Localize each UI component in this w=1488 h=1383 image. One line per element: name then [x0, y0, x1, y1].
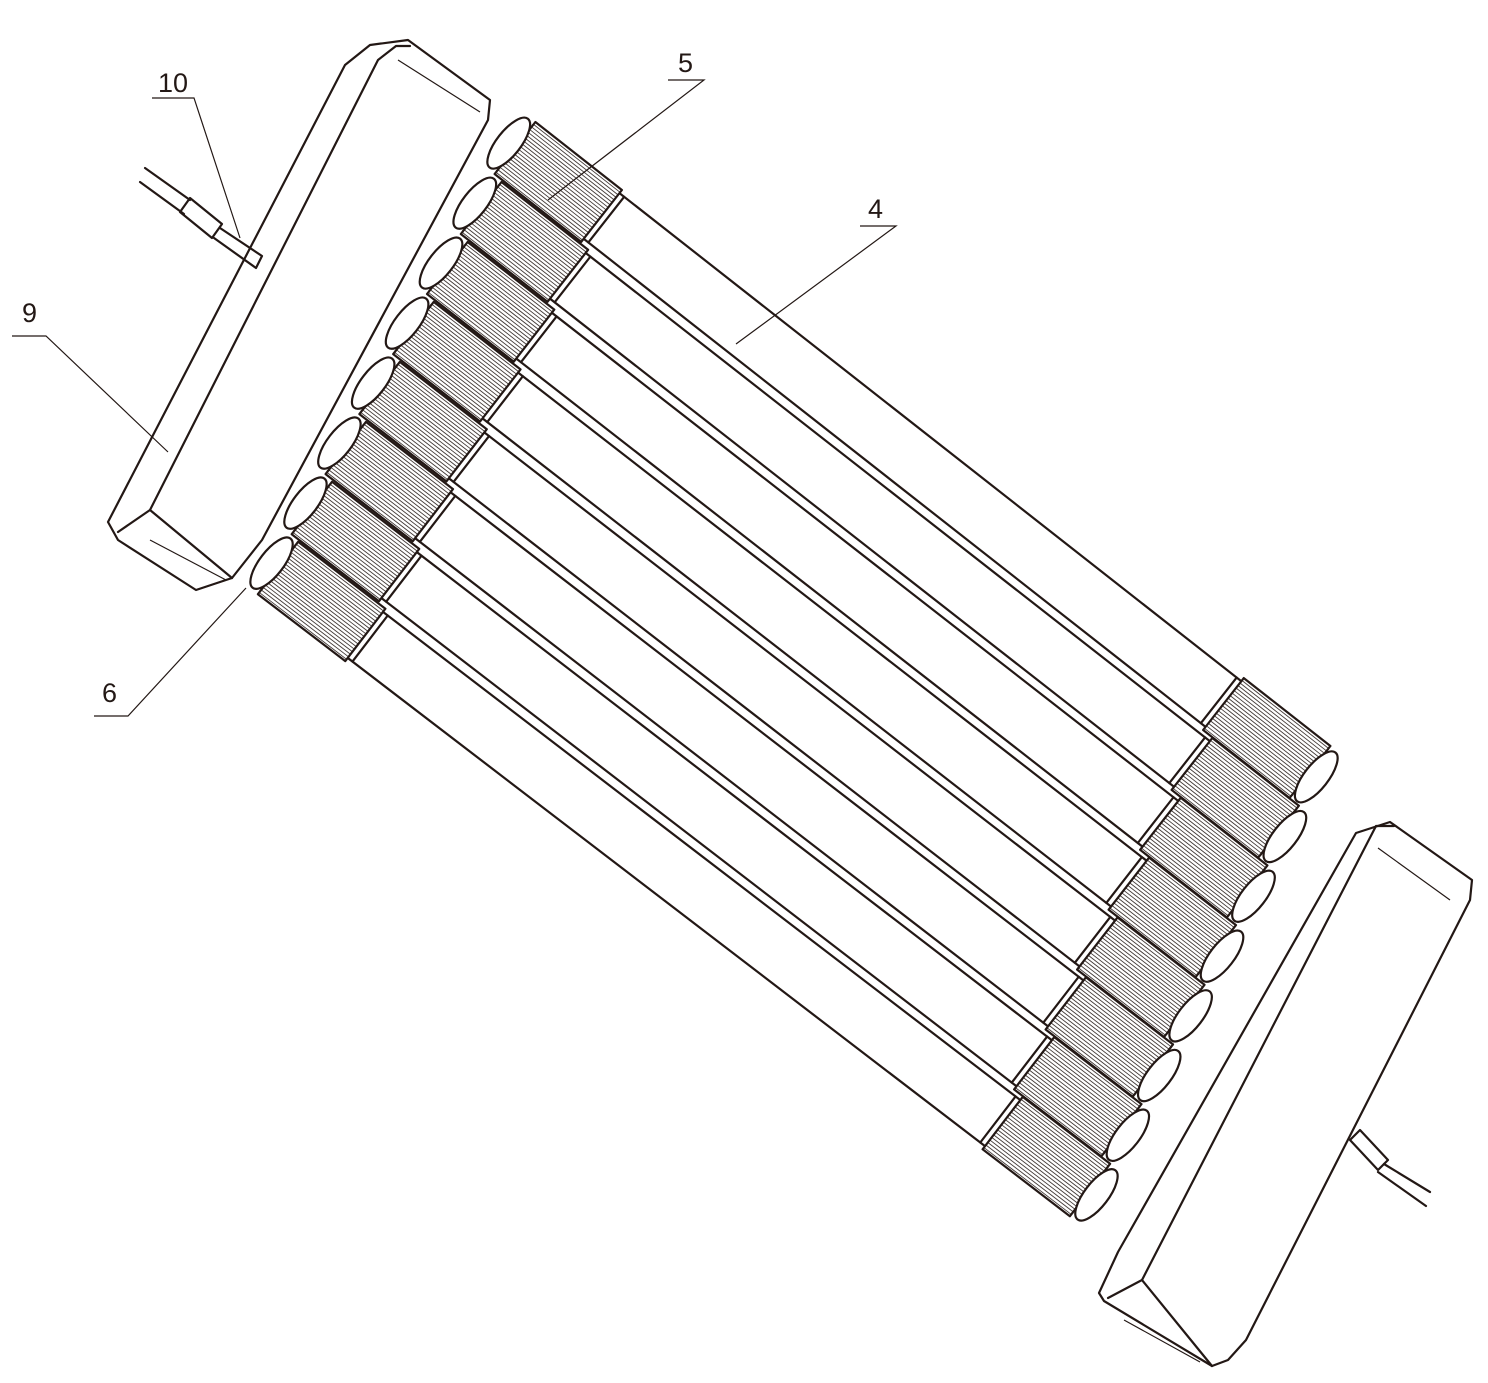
end-cap — [418, 236, 464, 290]
right-cable-connector — [1348, 1128, 1432, 1208]
knurled-collar — [1073, 915, 1213, 1043]
end-cap — [350, 356, 396, 410]
knurled-collar — [283, 476, 423, 603]
end-cap — [486, 116, 532, 170]
knurled-collar — [486, 116, 626, 244]
end-cap — [1199, 929, 1245, 983]
end-cap — [283, 476, 328, 530]
knurled-collar — [1105, 855, 1245, 983]
knurled-collar — [1199, 676, 1339, 804]
end-cap — [317, 416, 362, 470]
knurled-collar — [1042, 975, 1182, 1103]
tube — [452, 176, 1308, 864]
end-cap — [1074, 1168, 1119, 1222]
knurled-collar — [384, 296, 524, 424]
label-9: 9 — [22, 298, 37, 328]
knurled-collar — [418, 236, 558, 364]
end-cap — [1105, 1108, 1151, 1162]
tube — [384, 296, 1245, 983]
label-4: 4 — [868, 194, 883, 224]
knurled-collar — [1136, 796, 1276, 923]
label-10: 10 — [158, 68, 188, 98]
knurled-collar — [452, 176, 592, 304]
tube — [418, 236, 1276, 923]
label-5: 5 — [678, 48, 693, 78]
tube — [249, 536, 1119, 1222]
tube — [317, 416, 1182, 1103]
left-cable-connector — [138, 166, 264, 270]
tube — [283, 476, 1151, 1162]
end-cap — [249, 536, 294, 590]
end-cap — [1262, 809, 1308, 864]
knurled-collar — [1010, 1035, 1151, 1162]
knurled-collar — [350, 356, 491, 484]
right-end-block — [1097, 820, 1474, 1368]
knurled-collar — [1168, 736, 1308, 864]
end-cap — [452, 176, 498, 230]
tube-array — [249, 116, 1339, 1222]
label-6: 6 — [102, 678, 117, 708]
end-cap — [1231, 869, 1276, 923]
tube — [350, 356, 1213, 1043]
knurled-collar — [979, 1095, 1119, 1222]
knurled-collar — [249, 536, 389, 663]
left-end-block — [106, 38, 492, 592]
end-cap — [384, 296, 430, 350]
end-cap — [1168, 989, 1213, 1043]
end-cap — [1293, 750, 1339, 804]
knurled-collar — [317, 416, 457, 543]
leader-lines — [12, 79, 898, 717]
end-cap — [1136, 1048, 1182, 1103]
tube — [486, 116, 1339, 804]
